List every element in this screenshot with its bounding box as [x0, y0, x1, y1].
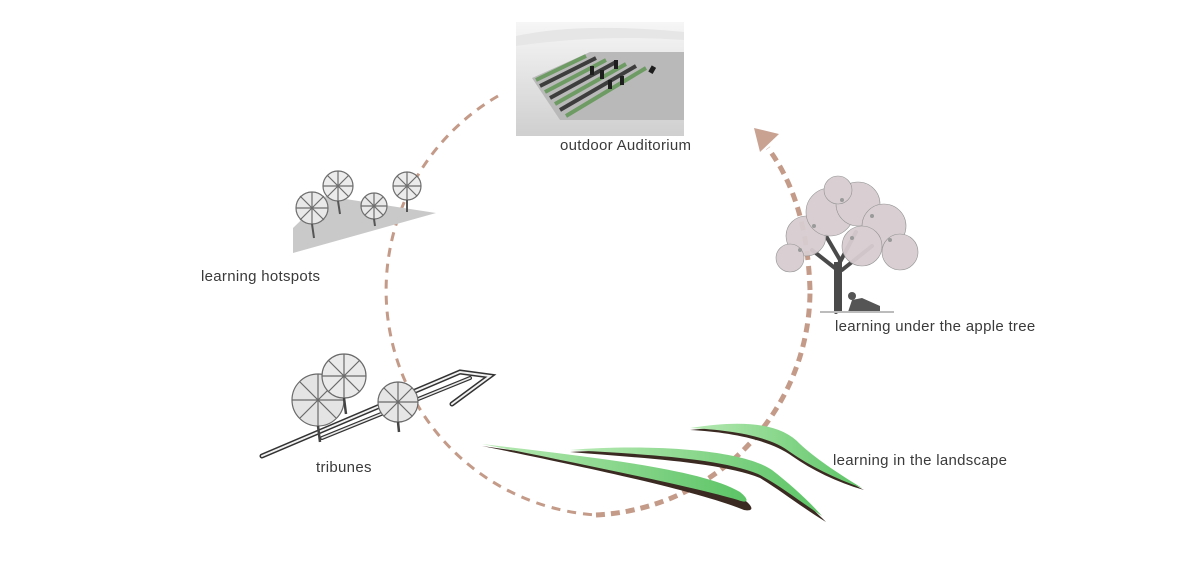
label-landscape: learning in the landscape: [833, 452, 1008, 469]
auditorium-illustration: [516, 22, 684, 136]
tribunes-illustration: [259, 353, 497, 459]
cycle-path-thin: [384, 94, 597, 517]
cycle-arrowhead: [754, 128, 779, 152]
hotspots-illustration: [293, 170, 436, 253]
cycle-path-thick: [595, 289, 813, 518]
label-apple-tree: learning under the apple tree: [835, 318, 1036, 335]
apple-tree-illustration: [775, 175, 919, 314]
label-tribunes: tribunes: [316, 459, 372, 476]
label-outdoor-auditorium: outdoor Auditorium: [560, 137, 692, 154]
label-learning-hotspots: learning hotspots: [201, 268, 321, 285]
cycle-path-arrow: [765, 146, 813, 291]
landscape-illustration: [482, 423, 864, 522]
